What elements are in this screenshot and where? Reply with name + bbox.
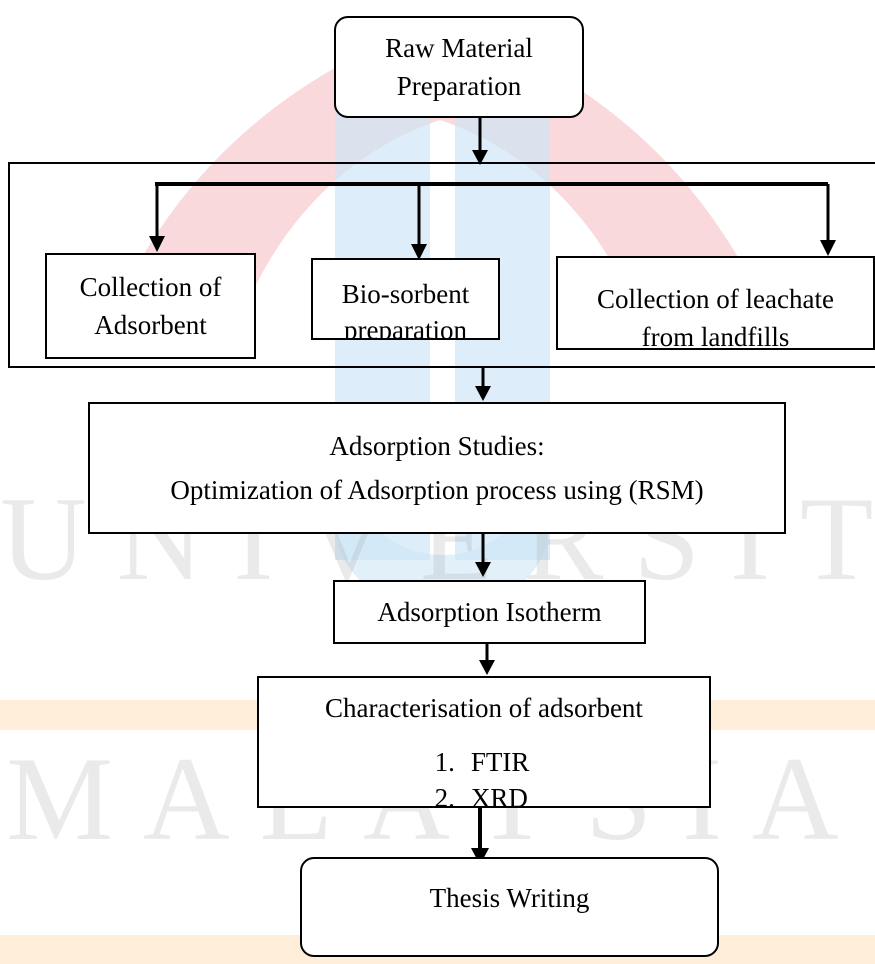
list-item-text: FTIR <box>470 747 530 777</box>
collection-adsorbent-line2: Adsorbent <box>94 310 207 340</box>
biosorbent-line2: preparation <box>344 315 467 340</box>
arrowhead-branch-left <box>149 236 165 252</box>
box-adsorption-isotherm: Adsorption Isotherm <box>333 580 646 644</box>
adsorption-studies-subtitle: Optimization of Adsorption process using… <box>170 475 704 505</box>
arrowhead-isotherm-to-char <box>479 660 495 675</box>
arrowhead-char-to-thesis <box>471 848 489 865</box>
adsorption-studies-title: Adsorption Studies: <box>329 431 545 461</box>
collection-group-frame <box>8 162 875 368</box>
isotherm-label: Adsorption Isotherm <box>377 597 602 627</box>
thesis-label: Thesis Writing <box>429 883 590 913</box>
box-thesis-writing: Thesis Writing <box>300 857 719 957</box>
box-raw-material-preparation: Raw Material Preparation <box>334 16 584 118</box>
list-item: 1. FTIR <box>435 744 530 780</box>
arrowhead-group-to-studies <box>475 386 491 401</box>
arrowhead-raw-to-group <box>472 150 488 165</box>
characterisation-title: Characterisation of adsorbent <box>325 693 643 723</box>
box-characterisation: Characterisation of adsorbent 1. FTIR 2. X… <box>257 676 711 813</box>
raw-material-line1: Raw Material <box>385 33 533 63</box>
list-item-text: XRD <box>470 783 528 813</box>
box-collection-of-leachate: Collection of leachate from landfills <box>556 256 875 350</box>
raw-material-line2: Preparation <box>396 71 522 101</box>
list-item-number: 1. <box>434 747 455 777</box>
collection-leachate-line1: Collection of leachate <box>597 284 834 314</box>
arrowhead-studies-to-isotherm <box>475 562 491 577</box>
collection-leachate-line2: from landfills <box>641 322 790 350</box>
list-item: 2. XRD <box>435 780 530 816</box>
box-adsorption-studies: Adsorption Studies: Optimization of Adso… <box>88 402 786 534</box>
arrowhead-branch-middle <box>411 244 427 260</box>
biosorbent-line1: Bio-sorbent <box>341 279 470 309</box>
box-collection-of-adsorbent: Collection of Adsorbent <box>45 253 256 359</box>
box-bio-sorbent-preparation: Bio-sorbent preparation <box>311 258 500 340</box>
characterisation-list: 1. FTIR 2. XRD <box>435 744 530 816</box>
arrowhead-branch-right <box>820 240 836 256</box>
list-item-number: 2. <box>434 783 455 813</box>
collection-adsorbent-line1: Collection of <box>79 272 222 302</box>
